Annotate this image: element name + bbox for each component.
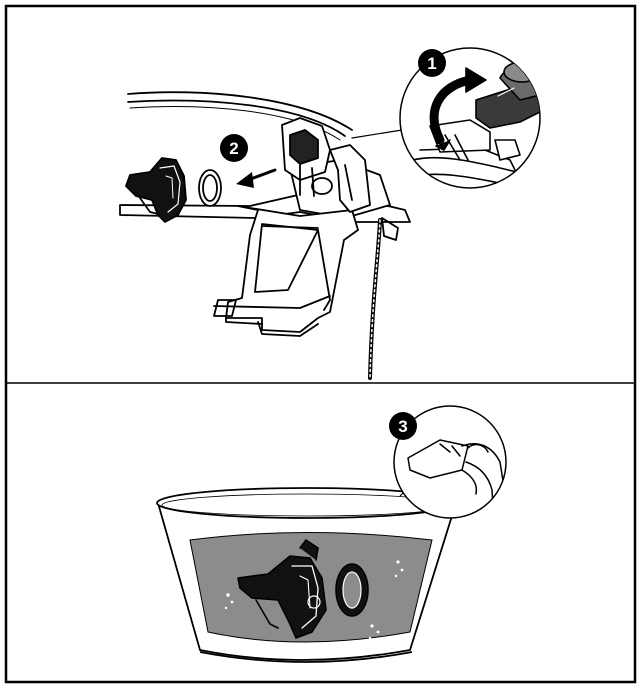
step-badge-1: 1 xyxy=(418,49,446,77)
step-badge-3: 3 xyxy=(389,412,417,440)
step-number-2: 2 xyxy=(229,139,238,158)
step-badge-2: 2 xyxy=(220,134,248,162)
step-number-1: 1 xyxy=(427,54,436,73)
seal-ring-soaking xyxy=(336,564,368,616)
seal-ring xyxy=(199,170,221,206)
step-number-3: 3 xyxy=(398,417,407,436)
